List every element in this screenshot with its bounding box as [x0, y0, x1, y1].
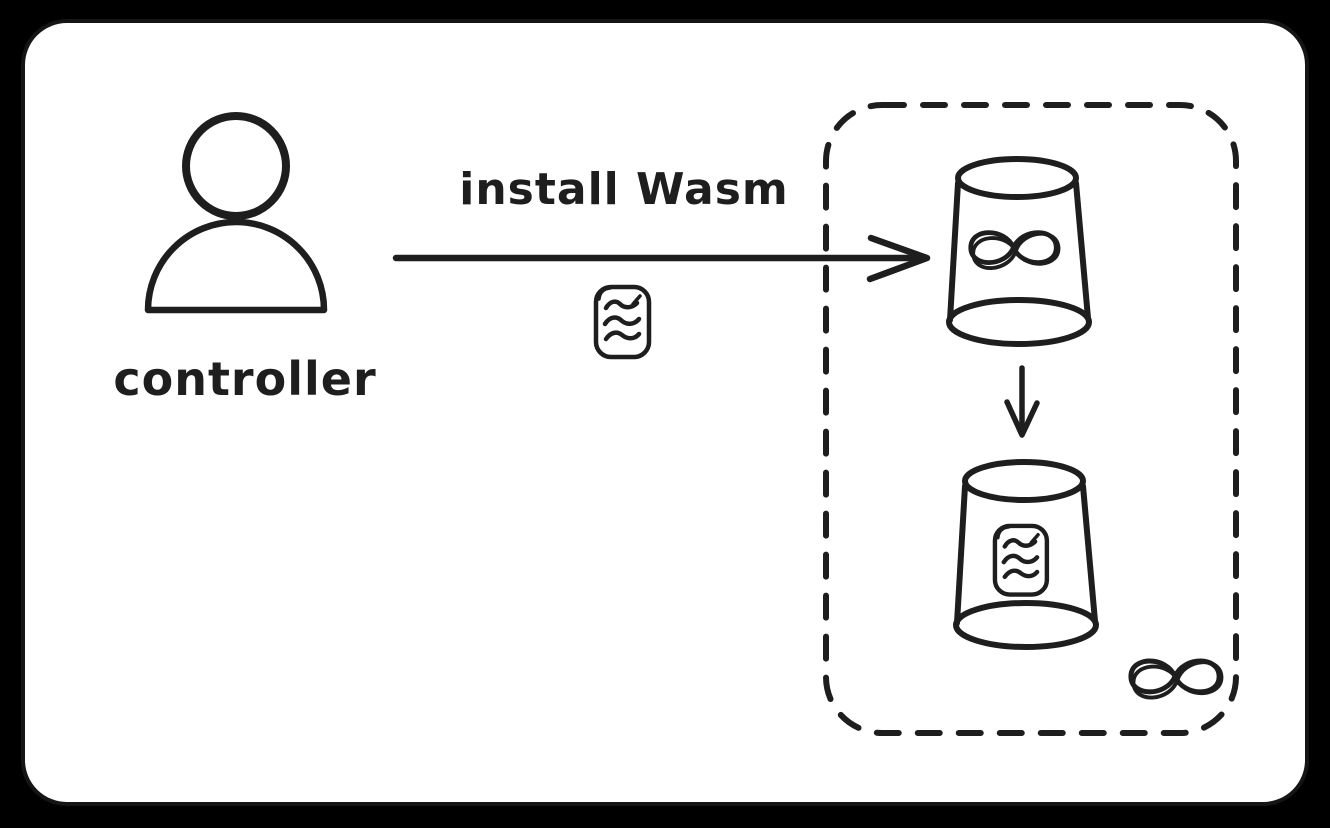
actor-label: controller: [113, 352, 377, 406]
install-edge-label: install Wasm: [459, 164, 789, 215]
whiteboard-canvas: [21, 19, 1309, 806]
